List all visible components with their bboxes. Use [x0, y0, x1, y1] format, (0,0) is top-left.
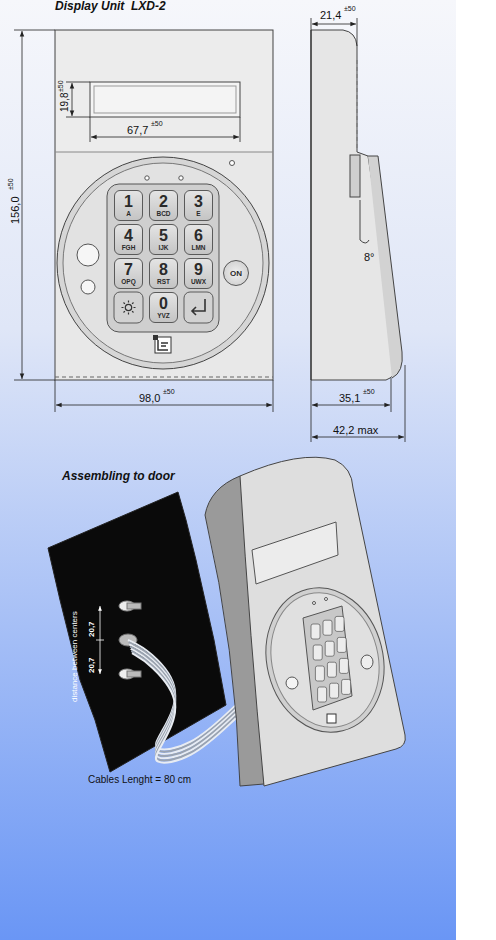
- note: distance between centers: [71, 611, 80, 702]
- cable-strand: [131, 649, 236, 758]
- key-letters: UWX: [191, 278, 206, 286]
- dimension-label: 21,4: [320, 9, 341, 21]
- button-label: ON: [230, 269, 242, 278]
- mini-key: [335, 616, 344, 631]
- side-view: [311, 30, 402, 380]
- dimension-label: 98,0: [139, 392, 160, 404]
- front-view: [55, 30, 273, 380]
- key-digit: 3: [194, 194, 203, 210]
- dimension-lines: [14, 30, 273, 412]
- dimension-label: 156,0: [9, 196, 21, 224]
- keypad-key: 6LMN: [184, 224, 213, 255]
- unit-perspective: [205, 457, 405, 786]
- dimension-label: ±50: [57, 80, 65, 92]
- key-letters: FGH: [122, 244, 136, 252]
- key-digit: 1: [124, 194, 133, 210]
- dimension-label: ±50: [151, 120, 163, 128]
- key-letters: RST: [157, 278, 170, 286]
- keypad-key: 4FGH: [114, 224, 143, 255]
- door-panel: [48, 492, 226, 772]
- background: [0, 0, 456, 940]
- key-digit: 0: [159, 296, 168, 312]
- dimension-label: ±50: [344, 5, 356, 13]
- key-digit: 8: [159, 262, 168, 278]
- dimension-label: ±50: [7, 178, 15, 190]
- key-letters: A: [126, 210, 131, 218]
- mini-key: [311, 624, 320, 639]
- key-letters: E: [196, 210, 200, 218]
- keypad-key: 9UWX: [184, 258, 213, 289]
- mini-key: [330, 683, 339, 698]
- dimension-label: 20,7: [88, 657, 97, 673]
- section-heading: Assembling to door: [62, 470, 175, 483]
- keypad-key: 1A: [114, 190, 143, 221]
- dimension-label: 8°: [364, 251, 375, 263]
- dimension-lines: [311, 18, 405, 442]
- ribbon-cable: [128, 640, 236, 763]
- dimension-label: 20,7: [88, 621, 97, 637]
- mini-key: [342, 679, 351, 694]
- key-digit: 4: [124, 228, 133, 244]
- key-letters: OPQ: [121, 278, 135, 286]
- keypad-key: 7OPQ: [114, 258, 143, 289]
- key-digit: 7: [124, 262, 133, 278]
- keypad-key: 5IJK: [149, 224, 178, 255]
- mini-key: [323, 620, 332, 635]
- mini-key: [325, 641, 334, 656]
- key-digit: 6: [194, 228, 203, 244]
- dimension-label: 35,1: [339, 392, 360, 404]
- key-letters: YVZ: [157, 312, 170, 320]
- dimension-label: ±50: [163, 388, 175, 396]
- keypad-key: 0YVZ: [149, 292, 178, 323]
- mini-key: [327, 662, 336, 677]
- cable-strand: [131, 651, 236, 760]
- mini-key: [315, 666, 324, 681]
- dimension-label: 42,2 max: [333, 424, 378, 436]
- dimension-label: ±50: [363, 388, 375, 396]
- key-digit: 2: [159, 194, 168, 210]
- mini-key: [339, 658, 348, 673]
- mini-key: [313, 645, 322, 660]
- dimension-label: 67,7: [127, 124, 148, 136]
- mini-key: [337, 637, 346, 652]
- keypad-key: 3E: [184, 190, 213, 221]
- key-digit: 5: [159, 228, 168, 244]
- keypad-key: 2BCD: [149, 190, 178, 221]
- title: Display Unit LXD-2: [55, 0, 166, 13]
- key-letters: LMN: [191, 244, 205, 252]
- note: Cables Lenght = 80 cm: [88, 774, 191, 785]
- key-letters: IJK: [158, 244, 168, 252]
- on-button: ON: [223, 260, 249, 286]
- mini-key: [318, 687, 327, 702]
- cable-strand: [132, 653, 236, 762]
- dimension-label: 19,8: [59, 93, 70, 112]
- keypad-key: 8RST: [149, 258, 178, 289]
- key-digit: 9: [194, 262, 203, 278]
- key-letters: BCD: [156, 210, 170, 218]
